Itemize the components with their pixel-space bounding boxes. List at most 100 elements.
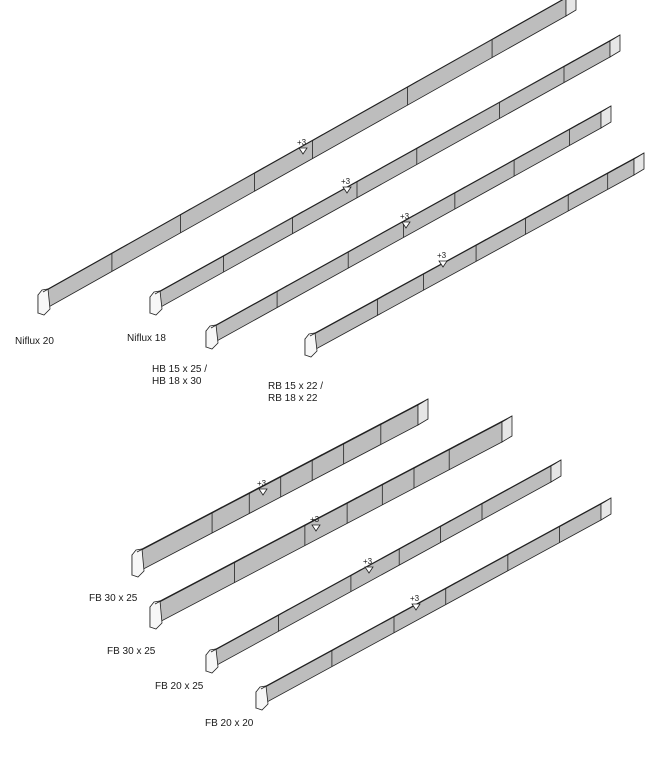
elevation-marker: +3 bbox=[437, 251, 448, 268]
segment-joint bbox=[356, 175, 368, 183]
elevation-mark-text: +3 bbox=[437, 251, 447, 260]
segment-joint bbox=[382, 478, 393, 486]
gradient-line bbox=[210, 290, 280, 329]
gradient-line bbox=[483, 462, 557, 503]
gradient-line bbox=[451, 418, 508, 449]
gradient-line bbox=[42, 251, 115, 293]
segment-joint bbox=[445, 582, 456, 589]
elevation-triangle-icon bbox=[298, 147, 308, 155]
channel-end-profile bbox=[149, 290, 163, 316]
elevation-marker: +3 bbox=[410, 594, 421, 611]
label-fb-30-a: FB 30 x 25 bbox=[89, 593, 137, 605]
channel-end-profile bbox=[205, 648, 219, 674]
gradient-line bbox=[154, 254, 226, 295]
channel-end-profile bbox=[131, 548, 145, 578]
segment-joint bbox=[346, 497, 358, 504]
label-fb-20-a: FB 20 x 25 bbox=[155, 681, 203, 693]
channel-rb bbox=[304, 152, 645, 358]
segment-joint bbox=[513, 153, 525, 161]
gradient-line bbox=[210, 613, 281, 653]
label-line: FB 30 x 25 bbox=[107, 646, 156, 657]
elevation-triangle-icon bbox=[258, 488, 268, 496]
label-fb-30-b: FB 30 x 25 bbox=[107, 646, 155, 658]
elevation-marker: +3 bbox=[257, 479, 268, 496]
elevation-mark-text: +3 bbox=[363, 557, 373, 566]
segment-joint bbox=[413, 461, 425, 469]
channel-niflux-20 bbox=[37, 0, 577, 316]
label-fb-20-b: FB 20 x 20 bbox=[205, 718, 253, 730]
elevation-triangle-icon bbox=[438, 260, 448, 268]
channel-far-end bbox=[609, 34, 621, 58]
segment-joint bbox=[311, 454, 323, 461]
channel-far-end bbox=[633, 152, 645, 176]
segment-joint bbox=[312, 134, 323, 141]
channel-far-end bbox=[550, 459, 562, 483]
segment-joint bbox=[254, 166, 265, 174]
segment-joint bbox=[350, 569, 362, 576]
label-line: HB 15 x 25 / bbox=[152, 364, 208, 375]
segment-joint bbox=[407, 80, 418, 88]
elevation-mark-text: +3 bbox=[297, 138, 307, 147]
elevation-marker: +3 bbox=[363, 557, 374, 574]
label-rb: RB 15 x 22 / RB 18 x 22 bbox=[268, 381, 323, 405]
elevation-triangle-icon bbox=[401, 221, 411, 229]
segment-joint bbox=[304, 519, 316, 526]
segment-joint bbox=[347, 245, 359, 253]
channel-end-profile bbox=[304, 332, 318, 358]
channel-end-profile bbox=[205, 324, 219, 350]
label-line: FB 20 x 25 bbox=[155, 681, 204, 692]
segment-joint bbox=[525, 212, 536, 219]
grating-hatch bbox=[528, 82, 536, 87]
channel-far-end bbox=[417, 398, 429, 426]
channel-fb-20-b bbox=[255, 497, 612, 711]
channel-hb bbox=[205, 105, 612, 350]
gradient-line bbox=[260, 649, 335, 690]
elevation-marker: +3 bbox=[400, 212, 411, 229]
elevation-mark-text: +3 bbox=[410, 594, 420, 603]
segment-joint bbox=[393, 610, 405, 618]
gradient-line bbox=[136, 511, 215, 553]
channel-far-end bbox=[565, 0, 577, 17]
segment-joint bbox=[403, 215, 414, 222]
elevation-mark-text: +3 bbox=[257, 479, 267, 488]
gradient-line bbox=[571, 108, 607, 129]
label-line: HB 18 x 30 bbox=[152, 376, 202, 387]
channel-end-profile bbox=[255, 685, 269, 711]
label-line: FB 20 x 20 bbox=[205, 718, 254, 729]
elevation-triangle-icon bbox=[364, 566, 374, 574]
label-line: Niflux 18 bbox=[127, 333, 166, 344]
gradient-line bbox=[309, 297, 380, 337]
label-line: Niflux 20 bbox=[15, 336, 54, 347]
gradient-line bbox=[609, 155, 640, 173]
elevation-triangle-icon bbox=[411, 603, 421, 611]
channel-niflux-18 bbox=[149, 34, 621, 316]
label-line: FB 30 x 25 bbox=[89, 593, 138, 604]
segment-joint bbox=[292, 211, 303, 218]
channel-fb-30-a bbox=[131, 398, 429, 578]
label-line: RB 15 x 22 / bbox=[268, 381, 324, 392]
segment-joint bbox=[280, 470, 291, 478]
segment-joint bbox=[423, 267, 434, 275]
segment-joint bbox=[249, 487, 260, 494]
segment-joint bbox=[180, 208, 191, 216]
channels-layer bbox=[37, 0, 645, 711]
elevation-mark-text: +3 bbox=[400, 212, 410, 221]
segment-joint bbox=[398, 542, 410, 550]
elevation-triangle-icon bbox=[342, 186, 352, 194]
label-niflux-18: Niflux 18 bbox=[127, 333, 166, 345]
elevation-mark-text: +3 bbox=[341, 177, 351, 186]
gradient-line bbox=[561, 500, 607, 526]
channel-fb-20-a bbox=[205, 459, 562, 674]
gradient-line bbox=[382, 401, 424, 424]
label-line: RB 18 x 22 bbox=[268, 393, 318, 404]
elevation-marker: +3 bbox=[297, 138, 308, 155]
channel-far-end bbox=[600, 105, 612, 129]
channel-side-face bbox=[37, 0, 567, 314]
channel-end-profile bbox=[149, 600, 163, 630]
segment-joint bbox=[440, 520, 451, 527]
elevation-marker: +3 bbox=[310, 515, 321, 532]
channel-end-profile bbox=[37, 288, 51, 316]
label-hb: HB 15 x 25 / HB 18 x 30 bbox=[152, 364, 207, 388]
gradient-line bbox=[565, 37, 616, 66]
